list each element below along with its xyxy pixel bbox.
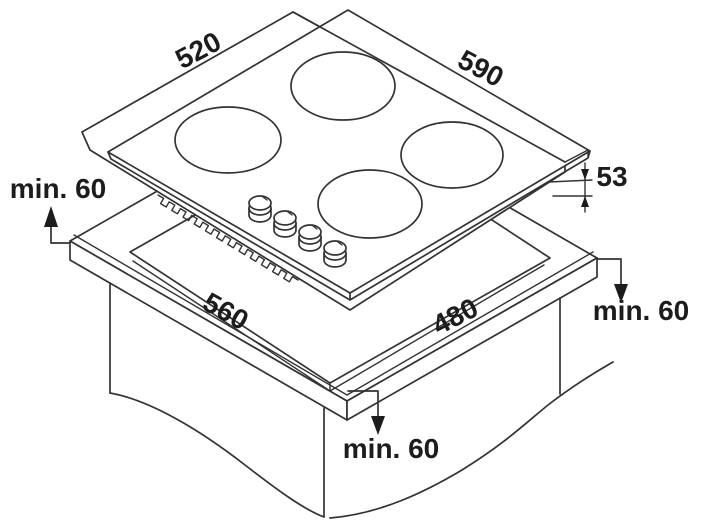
countertop-edge-highlight: [73, 234, 594, 396]
clearance-bottom-label: min. 60: [343, 433, 439, 464]
burner-right: [400, 121, 504, 189]
burner-left: [174, 106, 282, 174]
up-arrow-icon: [44, 206, 58, 227]
clearance-left-label: min. 60: [10, 173, 106, 204]
control-knob: [298, 224, 322, 252]
down-arrow-icon: [614, 284, 628, 303]
clearance-right-label: min. 60: [593, 295, 689, 326]
serrated-mounting-strip: [157, 194, 299, 283]
burner-front: [317, 169, 423, 239]
cabinet: [109, 282, 614, 519]
hob-height-callout: 53: [548, 161, 628, 213]
clearance-right-callout: min. 60: [593, 258, 689, 326]
cabinet-right-breakline: [329, 361, 614, 519]
hob-height-dimension: 53: [596, 161, 627, 192]
countertop-right-face: [346, 257, 598, 421]
clearance-left-callout: min. 60: [10, 173, 106, 244]
cabinet-left-breakline: [109, 392, 325, 518]
burners: [174, 51, 504, 239]
control-knob: [273, 210, 297, 238]
control-knobs: [248, 195, 347, 268]
dimensions: 520 590 53 560 480 min. 60: [10, 26, 689, 464]
burner-back: [290, 51, 396, 121]
down-arrow-icon: [371, 416, 385, 435]
hob-right-corner-cap: [564, 149, 589, 163]
hob: [81, 9, 591, 311]
control-knob: [323, 240, 347, 268]
control-knob: [248, 195, 272, 223]
hob-body-back-right-edge: [292, 11, 566, 163]
clearance-bottom-callout: min. 60: [343, 390, 439, 464]
